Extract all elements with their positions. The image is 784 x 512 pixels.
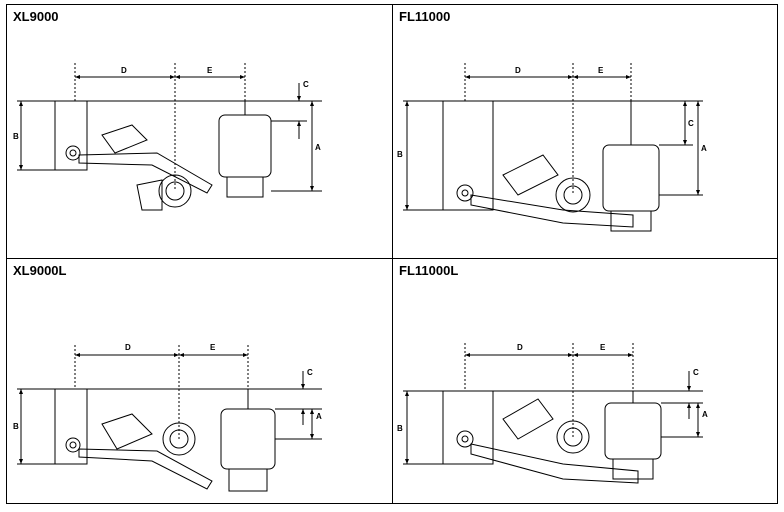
suspension-diagram-xl9000: D E B A C (13, 63, 322, 211)
trailing-arm (470, 194, 634, 228)
air-spring (604, 402, 662, 460)
axle-tube (555, 177, 591, 213)
trailing-arm (78, 152, 213, 194)
label-c: C (307, 368, 313, 377)
label-e: E (600, 343, 606, 352)
pivot-bushing (456, 184, 474, 202)
label-c: C (303, 80, 309, 89)
label-d: D (125, 343, 131, 352)
hanger-bracket (54, 389, 88, 465)
air-spring (220, 408, 276, 470)
pivot-bushing (65, 437, 81, 453)
panel-title: XL9000 (13, 9, 59, 24)
shock-absorber (101, 413, 153, 450)
panel-title: FL11000 (399, 9, 451, 24)
hanger-bracket (54, 101, 88, 171)
figure-grid: XL9000 (6, 4, 778, 504)
label-d: D (515, 66, 521, 75)
label-a: A (701, 144, 707, 153)
pivot-bushing (65, 145, 81, 161)
panel-title: XL9000L (13, 263, 67, 278)
panel-fl11000l: FL11000L (393, 259, 778, 512)
label-c: C (693, 368, 699, 377)
suspension-diagram-xl9000l: D E B A C (13, 343, 322, 492)
grid-divider-vertical (392, 5, 393, 503)
brake-chamber (136, 179, 163, 211)
suspension-diagram-fl11000l: D E B A C (397, 343, 708, 484)
panel-fl11000: FL11000 (393, 5, 778, 258)
label-b: B (397, 424, 403, 433)
trailing-arm (78, 448, 213, 490)
label-e: E (598, 66, 604, 75)
label-b: B (13, 422, 19, 431)
air-spring-piston (610, 210, 652, 232)
panel-xl9000: XL9000 (7, 5, 392, 258)
hanger-bracket (442, 391, 494, 465)
air-spring (218, 114, 272, 178)
air-spring-piston (226, 176, 264, 198)
pivot-bushing (456, 430, 474, 448)
label-a: A (315, 143, 321, 152)
shock-absorber (502, 154, 559, 196)
label-b: B (397, 150, 403, 159)
label-b: B (13, 132, 19, 141)
air-spring-piston (228, 468, 268, 492)
panel-title: FL11000L (399, 263, 459, 278)
label-e: E (210, 343, 216, 352)
trailing-arm (470, 443, 639, 484)
label-e: E (207, 66, 213, 75)
label-d: D (121, 66, 127, 75)
grid-divider-horizontal (7, 258, 777, 259)
hanger-bracket (442, 101, 494, 211)
air-spring-piston (612, 458, 654, 480)
panel-xl9000l: XL9000L (7, 259, 392, 512)
label-a: A (702, 410, 708, 419)
label-d: D (517, 343, 523, 352)
suspension-diagram-fl11000: D E B A C (397, 63, 707, 232)
label-a: A (316, 412, 322, 421)
label-c: C (688, 119, 694, 128)
shock-absorber (502, 398, 554, 440)
shock-absorber (101, 124, 148, 154)
air-spring (602, 144, 660, 212)
